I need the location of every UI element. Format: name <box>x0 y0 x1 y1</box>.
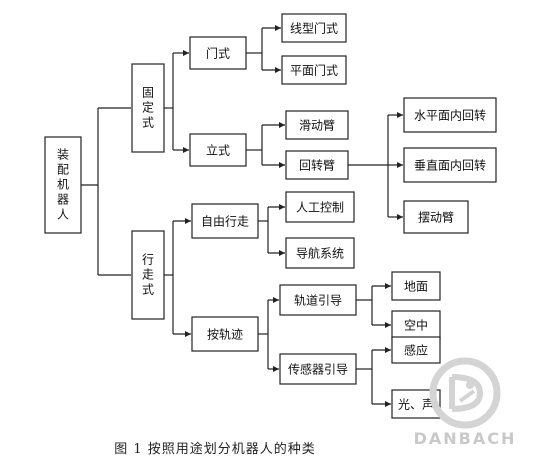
node-navigation-system: 导航系统 <box>285 237 355 269</box>
node-track-following: 按轨迹 <box>191 316 259 352</box>
node-box <box>131 230 165 320</box>
node-label-horizontal-rotation: 水平面内回转 <box>414 108 486 123</box>
connector-mobile <box>164 218 191 337</box>
node-sliding-arm: 滑动臂 <box>285 110 349 140</box>
node-manual-control: 人工控制 <box>285 191 355 223</box>
node-horizontal-rotation: 水平面内回转 <box>403 97 497 133</box>
node-label-root: 装配机器人 <box>57 148 69 222</box>
node-sensor-guided: 传感器引导 <box>279 353 357 385</box>
node-swing-arm: 摆动臂 <box>403 200 469 234</box>
figure-caption: 图 1 按照用途划分机器人的种类 <box>114 442 316 457</box>
node-fixed: 固定式 <box>131 63 165 153</box>
node-vertical-rotation: 垂直面内回转 <box>403 147 497 183</box>
node-aerial: 空中 <box>391 310 441 340</box>
node-box <box>281 55 347 85</box>
watermark-logo-icon <box>429 357 501 429</box>
node-box <box>279 353 357 385</box>
node-box <box>279 284 357 316</box>
node-label-mobile: 行走式 <box>142 253 154 297</box>
connector-upright <box>246 122 285 168</box>
node-label-planar-gantry: 平面门式 <box>290 63 338 78</box>
node-rotary-arm: 回转臂 <box>285 150 349 180</box>
node-box <box>285 191 355 223</box>
node-label-sensor-guided: 传感器引导 <box>288 362 348 377</box>
node-box <box>391 310 441 340</box>
node-label-rotary-arm: 回转臂 <box>299 158 335 173</box>
connector-sensor-guided <box>356 347 391 407</box>
connector-track-following <box>258 297 279 372</box>
connector-rail-guided <box>356 283 391 328</box>
connector-fixed <box>164 50 189 153</box>
watermark-text: DANBACH <box>413 429 517 448</box>
connector-root <box>81 107 131 276</box>
node-label-track-following: 按轨迹 <box>207 328 243 342</box>
node-label-manual-control: 人工控制 <box>296 201 344 215</box>
node-box <box>391 271 441 301</box>
node-box <box>189 36 247 70</box>
node-box <box>191 203 259 239</box>
danbach-watermark: DANBACH <box>400 355 530 460</box>
node-ground: 地面 <box>391 271 441 301</box>
node-label-fixed: 固定式 <box>142 86 154 130</box>
node-label-linear-gantry: 线型门式 <box>290 21 338 36</box>
node-planar-gantry: 平面门式 <box>281 55 347 85</box>
node-box <box>403 147 497 183</box>
node-label-sliding-arm: 滑动臂 <box>299 119 335 133</box>
node-box <box>281 13 347 43</box>
node-label-aerial: 空中 <box>404 318 428 333</box>
node-gantry: 门式 <box>189 36 247 70</box>
node-upright: 立式 <box>189 133 247 167</box>
node-rail-guided: 轨道引导 <box>279 284 357 316</box>
connector-gantry <box>246 25 281 73</box>
node-label-gantry: 门式 <box>206 46 230 61</box>
node-label-ground: 地面 <box>404 280 428 294</box>
node-label-rail-guided: 轨道引导 <box>294 294 342 308</box>
node-box <box>403 97 497 133</box>
node-label-light-sound: 光、声 <box>398 398 434 412</box>
node-box <box>403 200 469 234</box>
node-label-swing-arm: 摆动臂 <box>418 211 454 225</box>
node-box <box>285 150 349 180</box>
node-box <box>285 110 349 140</box>
connector-rotary-arm <box>348 112 403 220</box>
connector-free-walking <box>258 204 285 256</box>
node-box <box>44 136 82 234</box>
node-free-walking: 自由行走 <box>191 203 259 239</box>
node-mobile: 行走式 <box>131 230 165 320</box>
node-box <box>131 63 165 153</box>
node-box <box>191 316 259 352</box>
node-sensing: 感应 <box>391 336 441 364</box>
node-box <box>285 237 355 269</box>
connector-lines <box>81 25 403 407</box>
node-label-upright: 立式 <box>206 143 230 158</box>
node-box <box>189 133 247 167</box>
node-label-vertical-rotation: 垂直面内回转 <box>414 158 486 173</box>
node-root: 装配机器人 <box>44 136 82 234</box>
node-linear-gantry: 线型门式 <box>281 13 347 43</box>
node-label-navigation-system: 导航系统 <box>296 246 344 261</box>
node-label-sensing: 感应 <box>404 343 428 358</box>
node-box <box>391 336 441 364</box>
node-label-free-walking: 自由行走 <box>201 215 249 229</box>
